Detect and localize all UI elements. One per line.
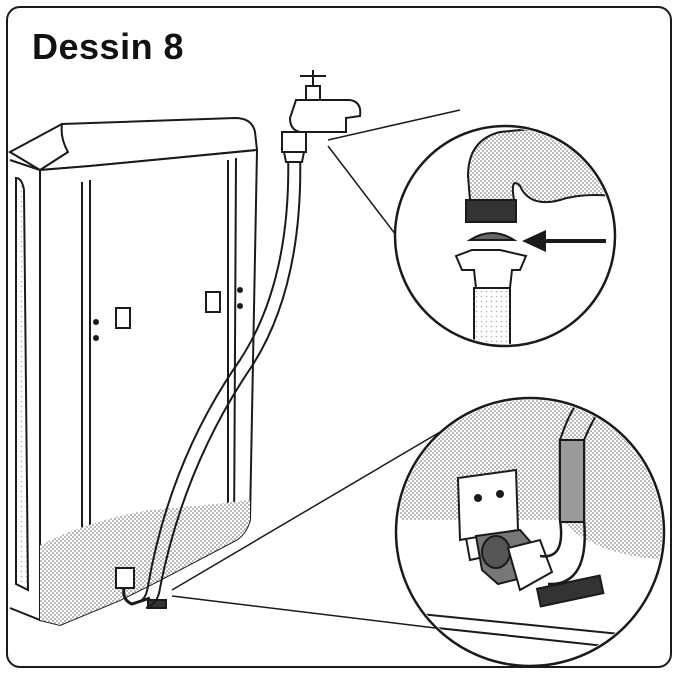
figure-title: Dessin 8 — [32, 26, 185, 67]
washing-machine — [7, 116, 259, 627]
arrow-pointing-to-seal — [522, 230, 606, 252]
water-tap — [281, 70, 362, 163]
tap-connection-detail — [393, 124, 617, 348]
machine-inlet-detail — [394, 396, 666, 668]
inlet-hose — [137, 149, 302, 609]
